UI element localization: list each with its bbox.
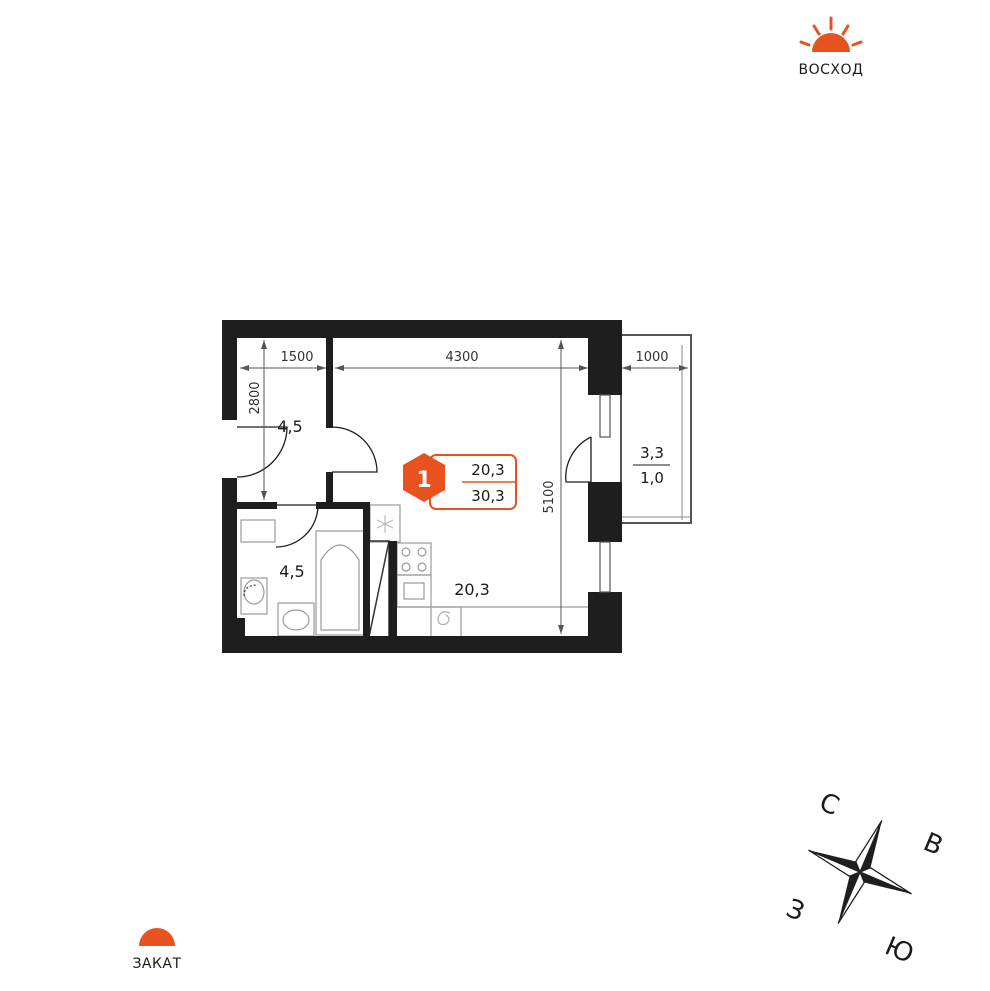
room-area-hall: 4,5 xyxy=(277,417,302,436)
dim-living-length: 5100 xyxy=(542,480,557,513)
compass-rose xyxy=(808,820,912,924)
kitchen-stove xyxy=(396,542,432,576)
dim-hall-length: 2800 xyxy=(248,381,263,414)
rooms-count: 1 xyxy=(416,468,431,493)
room-area-bathroom: 4,5 xyxy=(279,562,304,581)
compass-east: В xyxy=(919,827,947,862)
sunrise-icon xyxy=(799,16,863,52)
total-area-value: 30,3 xyxy=(471,487,504,505)
apartment-badge: 1 20,3 30,3 xyxy=(403,453,517,510)
sunset-label: ЗАКАТ xyxy=(132,956,181,972)
windows xyxy=(599,394,611,593)
room-area-living: 20,3 xyxy=(454,580,490,599)
balcony-area: 3,3 xyxy=(640,444,664,462)
doors xyxy=(236,426,592,548)
bathtub-inner xyxy=(320,544,360,631)
dimension-lines xyxy=(240,340,688,634)
dim-living-width: 4300 xyxy=(445,350,478,365)
dim-hall-width: 1500 xyxy=(280,350,313,365)
compass-south: Ю xyxy=(880,931,918,970)
dimension-arrows xyxy=(240,340,688,634)
fixtures xyxy=(240,504,588,638)
sunset-icon xyxy=(139,928,175,946)
compass-north: С xyxy=(815,787,843,822)
bathtub xyxy=(315,530,365,636)
compass-west: З xyxy=(782,894,809,928)
rooms-count-hexagon xyxy=(403,453,445,502)
balcony-coefficient: 1,0 xyxy=(640,469,664,487)
walls xyxy=(222,320,622,653)
dim-balcony-width: 1000 xyxy=(635,350,668,365)
sunrise-label: ВОСХОД xyxy=(799,62,864,78)
living-area-value: 20,3 xyxy=(471,461,504,479)
